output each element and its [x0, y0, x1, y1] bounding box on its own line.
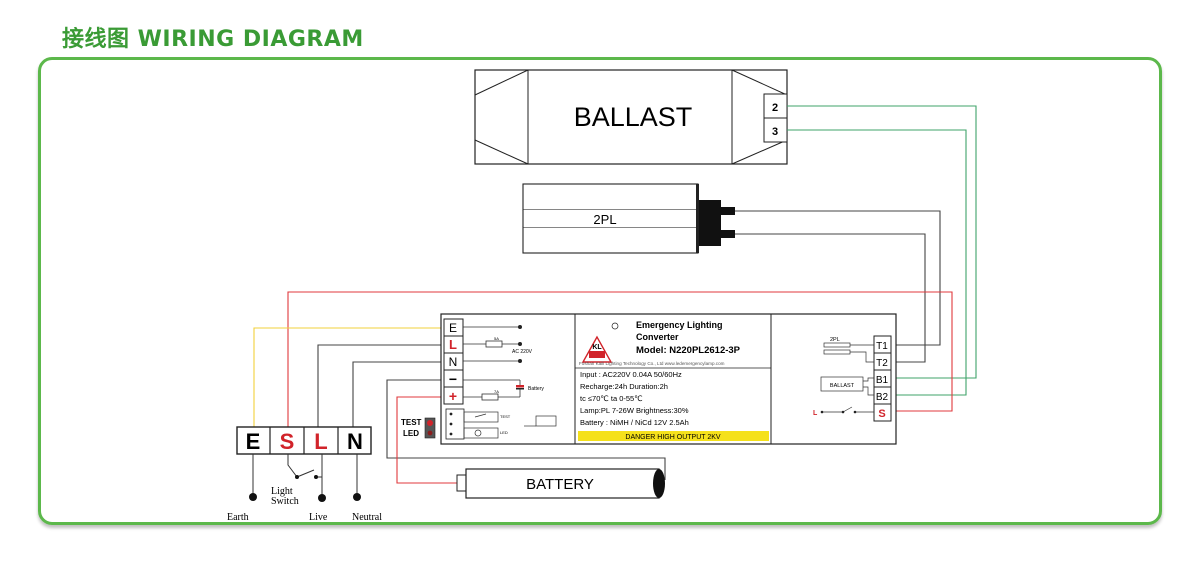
- test-small-label: TEST: [500, 414, 511, 419]
- logo-text: KL: [592, 344, 602, 351]
- lamp-label: 2PL: [593, 212, 616, 227]
- company-text: Foshan Kaili Lighting Technology Co., Lt…: [579, 361, 725, 366]
- conv-terminal-plus: +: [449, 388, 457, 404]
- diagram-frame: [38, 57, 1162, 525]
- neutral-label: Neutral: [352, 512, 382, 523]
- right-ballast-label: BALLAST: [830, 383, 855, 389]
- ballast-label: BALLAST: [574, 102, 693, 132]
- ac-label: AC 220V: [512, 349, 533, 355]
- mains-terminal-s: S: [280, 429, 295, 454]
- conv-terminal-t2: T2: [876, 358, 888, 369]
- test-button[interactable]: [427, 420, 433, 426]
- page-title: 接线图 WIRING DIAGRAM: [62, 27, 364, 52]
- mains-terminal-n: N: [347, 429, 363, 454]
- fuse-label: 5A: [494, 336, 499, 341]
- led-indicator: [427, 430, 433, 436]
- led-label: LED: [403, 429, 419, 438]
- mains-terminal-block: E S L N: [236, 426, 372, 455]
- right-l-label: L: [813, 410, 818, 417]
- earth-point: [249, 493, 257, 501]
- spec-input: Input : AC220V 0.04A 50/60Hz: [580, 370, 682, 379]
- conv-terminal-t1: T1: [876, 341, 888, 352]
- spec-recharge: Recharge:24h Duration:2h: [580, 382, 668, 391]
- product-name-2: Converter: [636, 332, 679, 342]
- conv-terminal-l: L: [449, 337, 457, 352]
- converter: E L N − + 5A AC 220V 7A Battery: [401, 313, 897, 445]
- ballast-terminal-2: 2: [772, 102, 778, 114]
- spec-lamp: Lamp:PL 7-26W Brightness:30%: [580, 406, 689, 415]
- led-small-label: LED: [500, 430, 508, 435]
- battery-label: BATTERY: [526, 476, 594, 493]
- conv-terminal-b2: B2: [876, 392, 889, 403]
- light-switch-label-1: Light: [271, 486, 293, 497]
- mains-terminal-e: E: [246, 429, 261, 454]
- ballast: BALLAST 2 3: [474, 69, 788, 165]
- spec-temp: tc ≤70℃ ta 0-55℃: [580, 394, 643, 403]
- product-name-1: Emergency Lighting: [636, 320, 723, 330]
- neutral-point: [353, 493, 361, 501]
- lamp-2pl: 2PL: [522, 183, 735, 254]
- earth-label: Earth: [227, 512, 249, 523]
- live-point: [318, 494, 326, 502]
- danger-text: DANGER HIGH OUTPUT 2KV: [625, 434, 720, 441]
- model-text: Model: N220PL2612-3P: [636, 345, 741, 356]
- mains-legs: [252, 454, 358, 496]
- battery: BATTERY: [456, 468, 665, 499]
- light-switch-label-2: Switch: [271, 496, 299, 507]
- fuse2-label: 7A: [494, 389, 499, 394]
- conv-terminal-s: S: [878, 408, 885, 420]
- right-lamp-label: 2PL: [830, 337, 840, 343]
- conv-terminal-e: E: [449, 321, 457, 335]
- danger-bar: [578, 431, 769, 441]
- conv-terminal-n: N: [449, 355, 458, 369]
- live-label: Live: [309, 512, 328, 523]
- mains-terminal-l: L: [314, 429, 327, 454]
- ballast-terminal-3: 3: [772, 126, 778, 138]
- wires: [253, 105, 977, 484]
- spec-battery: Battery : NiMH / NiCd 12V 2.5Ah: [580, 418, 689, 427]
- conv-terminal-b1: B1: [876, 375, 889, 386]
- conv-terminal-minus: −: [449, 371, 457, 387]
- test-label: TEST: [401, 418, 422, 427]
- battery-small-label: Battery: [528, 386, 544, 392]
